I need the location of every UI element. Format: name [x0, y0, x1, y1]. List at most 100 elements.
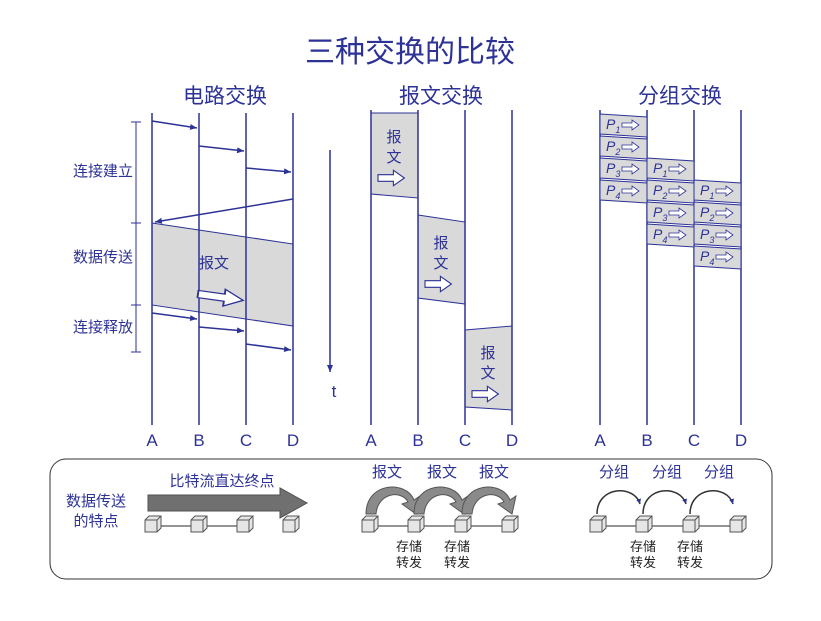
packet-cell: P4 — [599, 179, 648, 204]
pkt-hop-arrow-2 — [642, 490, 687, 515]
packet-node-b: B — [641, 431, 652, 450]
packet-label: P2 — [700, 204, 714, 223]
packet-label: P3 — [653, 204, 667, 223]
pkt-hop-label-1: 分组 — [599, 463, 629, 481]
pkt-store-2-line1: 存储 — [677, 540, 703, 555]
circuit-node-a: A — [146, 431, 158, 450]
packet-cell: P2 — [693, 201, 742, 226]
packet-label: P2 — [606, 138, 620, 157]
msg1-char1: 报 — [386, 128, 401, 146]
msg-store-1-line2: 转发 — [396, 555, 422, 571]
packet-label: P2 — [653, 182, 667, 201]
packet-arrow-icon — [668, 163, 687, 175]
packet-node-c: C — [688, 431, 700, 450]
packet-cell: P1 — [646, 157, 695, 182]
msg3-char2: 文 — [480, 364, 495, 382]
packet-arrow-icon — [715, 207, 734, 219]
packet-label: P1 — [700, 182, 714, 201]
setup-ack-arrow — [154, 198, 294, 224]
packet-cell: P1 — [693, 179, 742, 204]
message-node-cube-2 — [407, 515, 425, 533]
msg1-char2: 文 — [386, 148, 401, 166]
packet-arrow-icon — [621, 119, 640, 131]
phase-release: 连接释放 — [73, 318, 133, 336]
msg2-char2: 文 — [433, 254, 448, 272]
circuit-node-c: C — [240, 431, 252, 450]
message-node-d: D — [506, 431, 518, 450]
circuit-node-cube-3 — [236, 515, 254, 533]
packet-arrow-icon — [668, 207, 687, 219]
packet-cell: P3 — [599, 157, 648, 182]
pkt-hop-arrow-1 — [596, 490, 641, 515]
packet-node-cube-1 — [589, 515, 607, 533]
setup-arrow-bc — [198, 145, 245, 154]
setup-arrow-cd — [245, 167, 292, 175]
legend-label-line1: 数据传送 — [66, 492, 126, 510]
packet-arrow-icon — [668, 229, 687, 241]
packet-cell: P4 — [646, 223, 695, 248]
pkt-hop-label-3: 分组 — [704, 463, 734, 481]
packet-node-cube-3 — [682, 515, 700, 533]
packet-cell: P2 — [646, 179, 695, 204]
packet-node-cube-2 — [635, 515, 653, 533]
msg3-char1: 报 — [480, 344, 495, 362]
msg2-char1: 报 — [433, 234, 448, 252]
transfer-characteristics-box: 数据传送 的特点 比特流直达终点 报文 报文 报文 存储 转发 存储 转发 分组… — [49, 458, 773, 580]
packet-arrow-icon — [715, 251, 734, 263]
bitstream-label: 比特流直达终点 — [169, 472, 274, 490]
packet-arrow-icon — [668, 185, 687, 197]
time-axis: t — [327, 150, 337, 401]
packet-label: P3 — [700, 226, 714, 245]
packet-arrow-icon — [621, 163, 640, 175]
pkt-store-1-line2: 转发 — [630, 555, 656, 571]
packet-cell: P2 — [599, 135, 648, 160]
bitstream-arrow — [147, 487, 309, 519]
msg-hop-arrow-3 — [461, 486, 517, 515]
message-heading: 报文交换 — [399, 84, 483, 108]
packet-label: P4 — [653, 226, 667, 245]
circuit-message-label: 报文 — [199, 254, 229, 272]
circuit-node-cube-1 — [144, 515, 162, 533]
packet-node-a: A — [594, 431, 606, 450]
message-node-cube-1 — [361, 515, 379, 533]
packet-label: P1 — [653, 160, 667, 179]
release-arrow-cd — [245, 343, 292, 353]
message-node-a: A — [365, 431, 377, 450]
msg-store-2-line2: 转发 — [444, 555, 470, 571]
packet-arrow-icon — [621, 141, 640, 153]
setup-arrow-ab — [151, 120, 198, 130]
message-node-cube-4 — [501, 515, 519, 533]
msg-store-1-line1: 存储 — [396, 540, 422, 555]
circuit-node-cube-4 — [282, 515, 300, 533]
pkt-hop-label-2: 分组 — [652, 463, 682, 481]
packet-cell: P3 — [646, 201, 695, 226]
circuit-node-b: B — [193, 431, 204, 450]
msg-hop-label-1: 报文 — [372, 463, 402, 481]
legend-label-line2: 的特点 — [73, 512, 118, 530]
release-arrow-bc — [198, 326, 245, 334]
circuit-node-cube-2 — [190, 515, 208, 533]
page-title: 三种交换的比较 — [305, 35, 515, 70]
msg-store-2-line1: 存储 — [444, 540, 470, 555]
message-node-c: C — [459, 431, 471, 450]
packet-node-d: D — [735, 431, 747, 450]
pkt-store-2-line2: 转发 — [677, 555, 703, 571]
time-label: t — [332, 382, 337, 401]
packet-arrow-icon — [715, 185, 734, 197]
circuit-heading: 电路交换 — [183, 84, 267, 108]
pkt-hop-arrow-3 — [689, 490, 734, 515]
message-node-cube-3 — [454, 515, 472, 533]
packet-label: P3 — [606, 160, 620, 179]
packet-cell: P1 — [599, 113, 648, 138]
packet-label: P1 — [606, 116, 620, 135]
msg-hop-label-3: 报文 — [479, 463, 509, 481]
packet-cell: P3 — [693, 223, 742, 248]
pkt-store-1-line1: 存储 — [630, 540, 656, 555]
phase-connect: 连接建立 — [73, 162, 133, 180]
phase-transfer: 数据传送 — [73, 248, 133, 266]
packet-heading: 分组交换 — [638, 84, 722, 108]
packet-node-cube-4 — [729, 515, 747, 533]
